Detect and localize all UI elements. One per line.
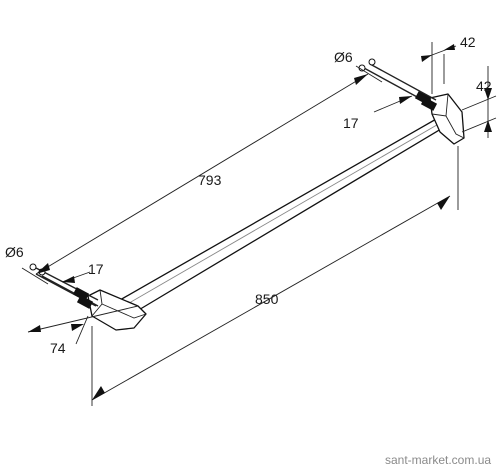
dimension-label-42-top: 42 [460,34,476,50]
dimension-label-17-left: 17 [88,261,104,277]
dimension-label-74: 74 [50,340,66,356]
dimension-label-diameter-left: Ø6 [5,244,24,260]
dimension-850: 850 [91,146,459,406]
dimension-label-17-right: 17 [343,115,359,131]
dimension-label-42-side: 42 [476,78,492,94]
dimension-right-bracket: 42 42 [421,34,497,138]
right-bracket [429,93,465,145]
dimension-left-pin: 17 Ø6 [5,244,104,283]
dimension-label-850: 850 [255,291,279,307]
dimension-right-pin: 17 Ø6 [334,49,413,131]
dimension-74: 74 [27,305,139,356]
dimension-label-793: 793 [198,172,222,188]
watermark-text: sant-market.com.ua [385,453,491,467]
left-bracket [87,289,147,331]
dimension-793: 793 [21,65,383,285]
dimension-label-diameter-right: Ø6 [334,49,353,65]
towel-rail [119,117,447,315]
right-mounting-pins [358,58,438,111]
